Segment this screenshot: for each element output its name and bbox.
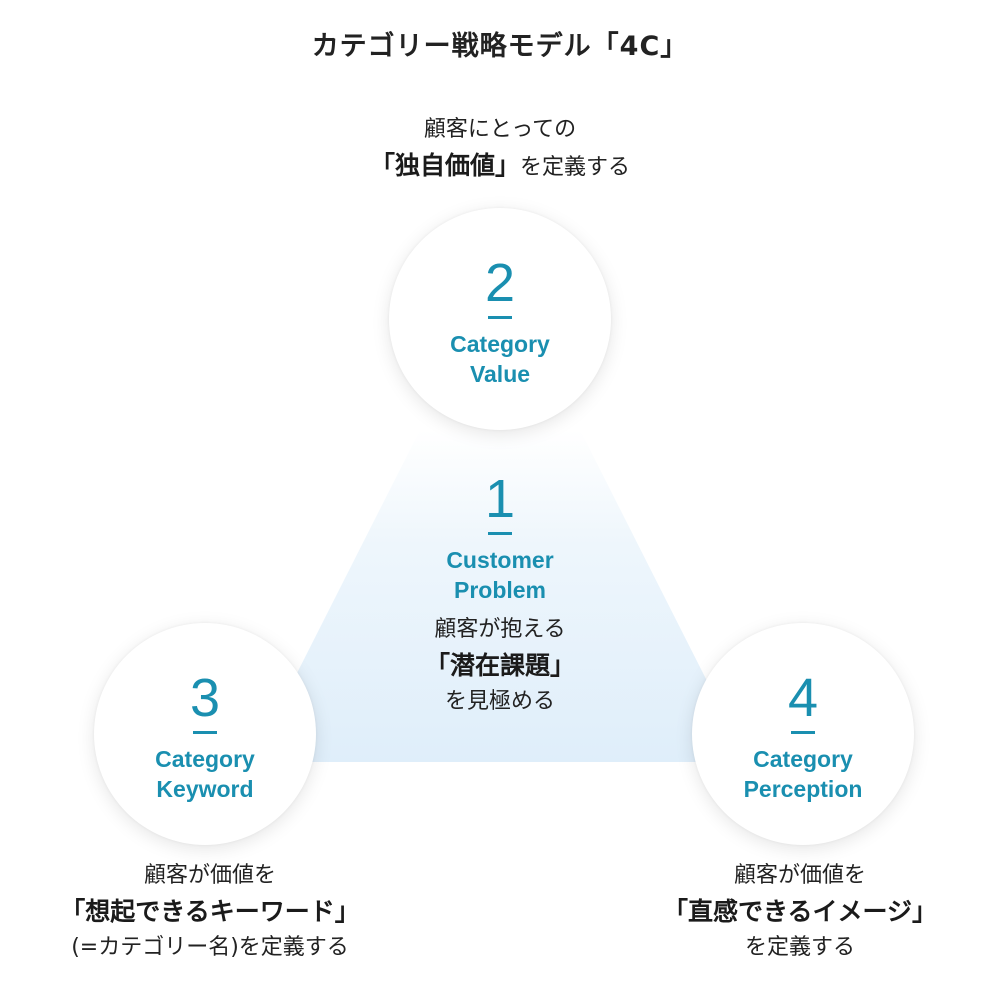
node-label-line1: Category	[450, 330, 550, 357]
right-description-line3: を定義する	[744, 935, 855, 960]
node-divider	[488, 315, 512, 319]
node-divider	[791, 730, 815, 734]
node-number: 2	[484, 252, 516, 313]
node-customer-problem: 1 Customer Problem	[350, 466, 650, 605]
right-description: 顧客が価値を 「直感できるイメージ」 を定義する	[610, 858, 990, 966]
node-category-perception: 4 Category Perception	[692, 623, 914, 845]
node-number: 4	[787, 667, 819, 728]
node-divider	[488, 532, 512, 535]
top-description-after: を定義する	[520, 155, 631, 180]
node-label-line2: Perception	[743, 775, 863, 802]
node-label-line1: Customer	[446, 547, 554, 573]
left-description-emphasis: 「想起できるキーワード」	[60, 897, 360, 926]
node-label-line2: Keyword	[156, 775, 254, 802]
right-description-emphasis: 「直感できるイメージ」	[662, 897, 937, 926]
top-description-line1: 顧客にとっての	[423, 117, 577, 142]
node-label-line2: Problem	[453, 577, 547, 603]
center-description: 顧客が抱える 「潜在課題」 を見極める	[325, 612, 675, 720]
node-label-line1: Category	[753, 745, 853, 772]
node-divider	[193, 730, 217, 734]
page-title: カテゴリー戦略モデル「4C」	[311, 31, 689, 62]
node-label-line2: Value	[469, 360, 531, 387]
left-description: 顧客が価値を 「想起できるキーワード」 (=カテゴリー名)を定義する	[20, 858, 400, 966]
center-description-line3: を見極める	[444, 689, 555, 714]
node-number: 1	[484, 469, 516, 529]
node-label-line1: Category	[155, 745, 255, 772]
right-description-line1: 顧客が価値を	[733, 863, 866, 888]
node-category-keyword: 3 Category Keyword	[94, 623, 316, 845]
node-category-value: 2 Category Value	[389, 208, 611, 430]
left-description-line3: (=カテゴリー名)を定義する	[71, 935, 349, 960]
top-description-emphasis: 「独自価値」	[369, 151, 520, 180]
top-description: 顧客にとっての 「独自価値」を定義する	[300, 112, 700, 186]
center-description-emphasis: 「潜在課題」	[424, 651, 575, 680]
left-description-line1: 顧客が価値を	[143, 863, 276, 888]
node-number: 3	[189, 667, 221, 728]
center-description-line1: 顧客が抱える	[434, 617, 566, 642]
